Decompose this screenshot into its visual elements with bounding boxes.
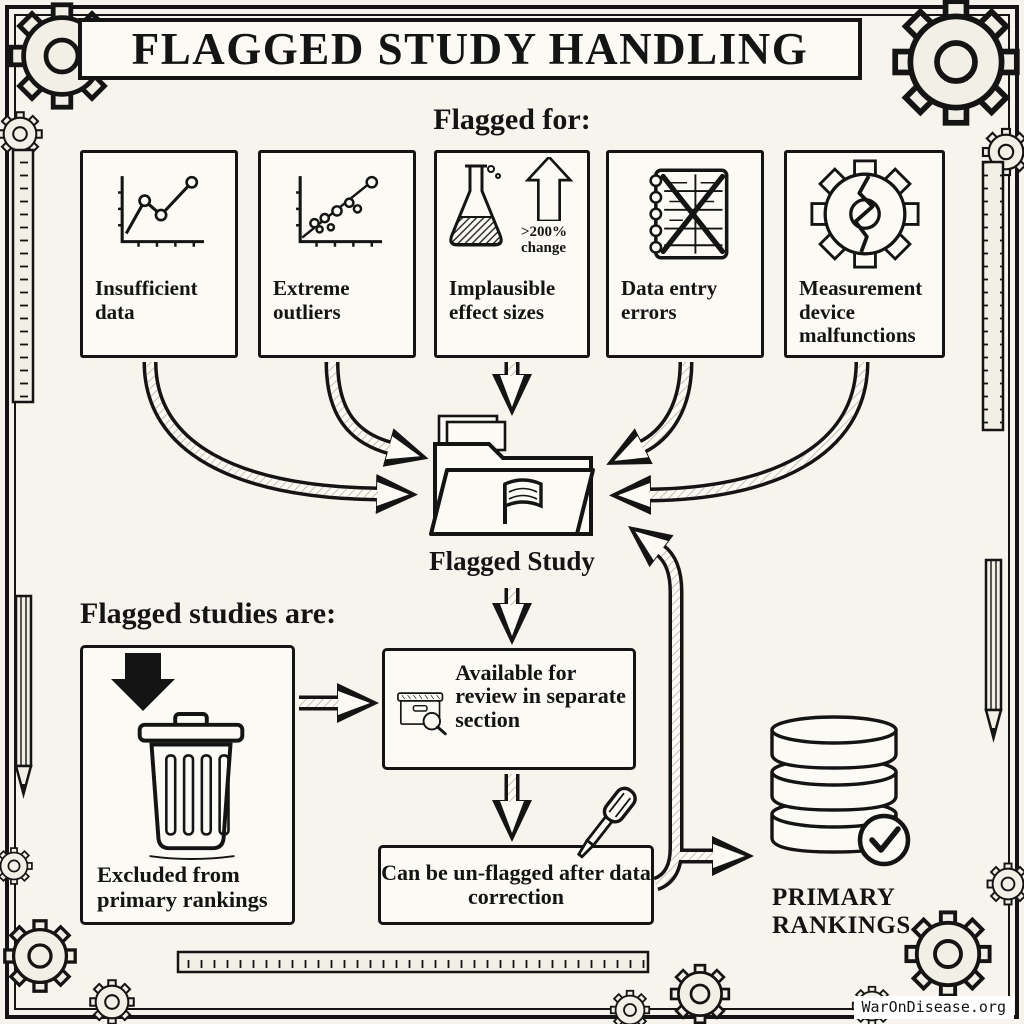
- decorative-pencil-right: [984, 558, 1003, 743]
- cause-card-measurement-malfunctions: Measurement device malfunctions: [784, 150, 945, 358]
- primary-rankings-label: PRIMARY RANKINGS: [772, 884, 911, 939]
- title-banner: FLAGGED STUDY HANDLING: [78, 18, 862, 80]
- decorative-ruler-right: [981, 160, 1005, 432]
- cause-label-insufficient-data: Insufficient data: [95, 276, 198, 324]
- decorative-ruler-left: [11, 148, 35, 404]
- cause-card-insufficient-data: Insufficient data: [80, 150, 238, 358]
- spreadsheet-error-icon: [609, 153, 761, 275]
- excluded-label: Excluded from primary rankings: [97, 861, 268, 912]
- line-chart-icon: [83, 153, 235, 275]
- broken-gear-icon: [787, 153, 942, 275]
- flask-growth-icon: >200% change: [437, 153, 587, 275]
- outer-frame: [5, 5, 1019, 1019]
- effect-size-annotation: >200% change: [521, 224, 568, 256]
- down-arrow-icon: [111, 653, 175, 711]
- cause-label-extreme-outliers: Extreme outliers: [273, 276, 350, 324]
- excluded-box: Excluded from primary rankings: [80, 645, 295, 925]
- screwdriver-icon: [576, 786, 637, 859]
- page-title: FLAGGED STUDY HANDLING: [131, 24, 809, 74]
- cause-card-data-entry-errors: Data entry errors: [606, 150, 764, 358]
- decorative-ruler-bottom: [176, 950, 650, 974]
- inner-frame: [14, 14, 1010, 1010]
- review-label: Available for review in separate section: [455, 660, 626, 732]
- cause-label-data-entry-errors: Data entry errors: [621, 276, 718, 324]
- flagged-study-label: Flagged Study: [429, 546, 595, 576]
- cause-label-implausible-effect-sizes: Implausible effect sizes: [449, 276, 556, 324]
- scatter-plot-icon: [261, 153, 413, 275]
- cause-card-implausible-effect-sizes: >200% change Implausible effect sizes: [434, 150, 590, 358]
- cause-label-measurement-malfunctions: Measurement device malfunctions: [799, 276, 923, 348]
- database-check-icon: [770, 715, 911, 867]
- flagged-for-heading: Flagged for:: [433, 103, 591, 136]
- review-box: Available for review in separate section: [382, 648, 636, 770]
- cause-card-extreme-outliers: Extreme outliers: [258, 150, 416, 358]
- watermark: WarOnDisease.org: [853, 996, 1014, 1019]
- archive-search-icon: [397, 692, 447, 736]
- decorative-pencil-left: [14, 594, 33, 799]
- check-icon: [857, 813, 911, 867]
- flagged-folder-icon: [429, 414, 595, 536]
- flagged-studies-heading: Flagged studies are:: [80, 597, 337, 630]
- up-arrow-icon: [525, 157, 573, 221]
- unflag-box: Can be un-flagged after data correction: [378, 845, 654, 925]
- trash-icon: [137, 712, 245, 861]
- flask-icon: [449, 164, 503, 247]
